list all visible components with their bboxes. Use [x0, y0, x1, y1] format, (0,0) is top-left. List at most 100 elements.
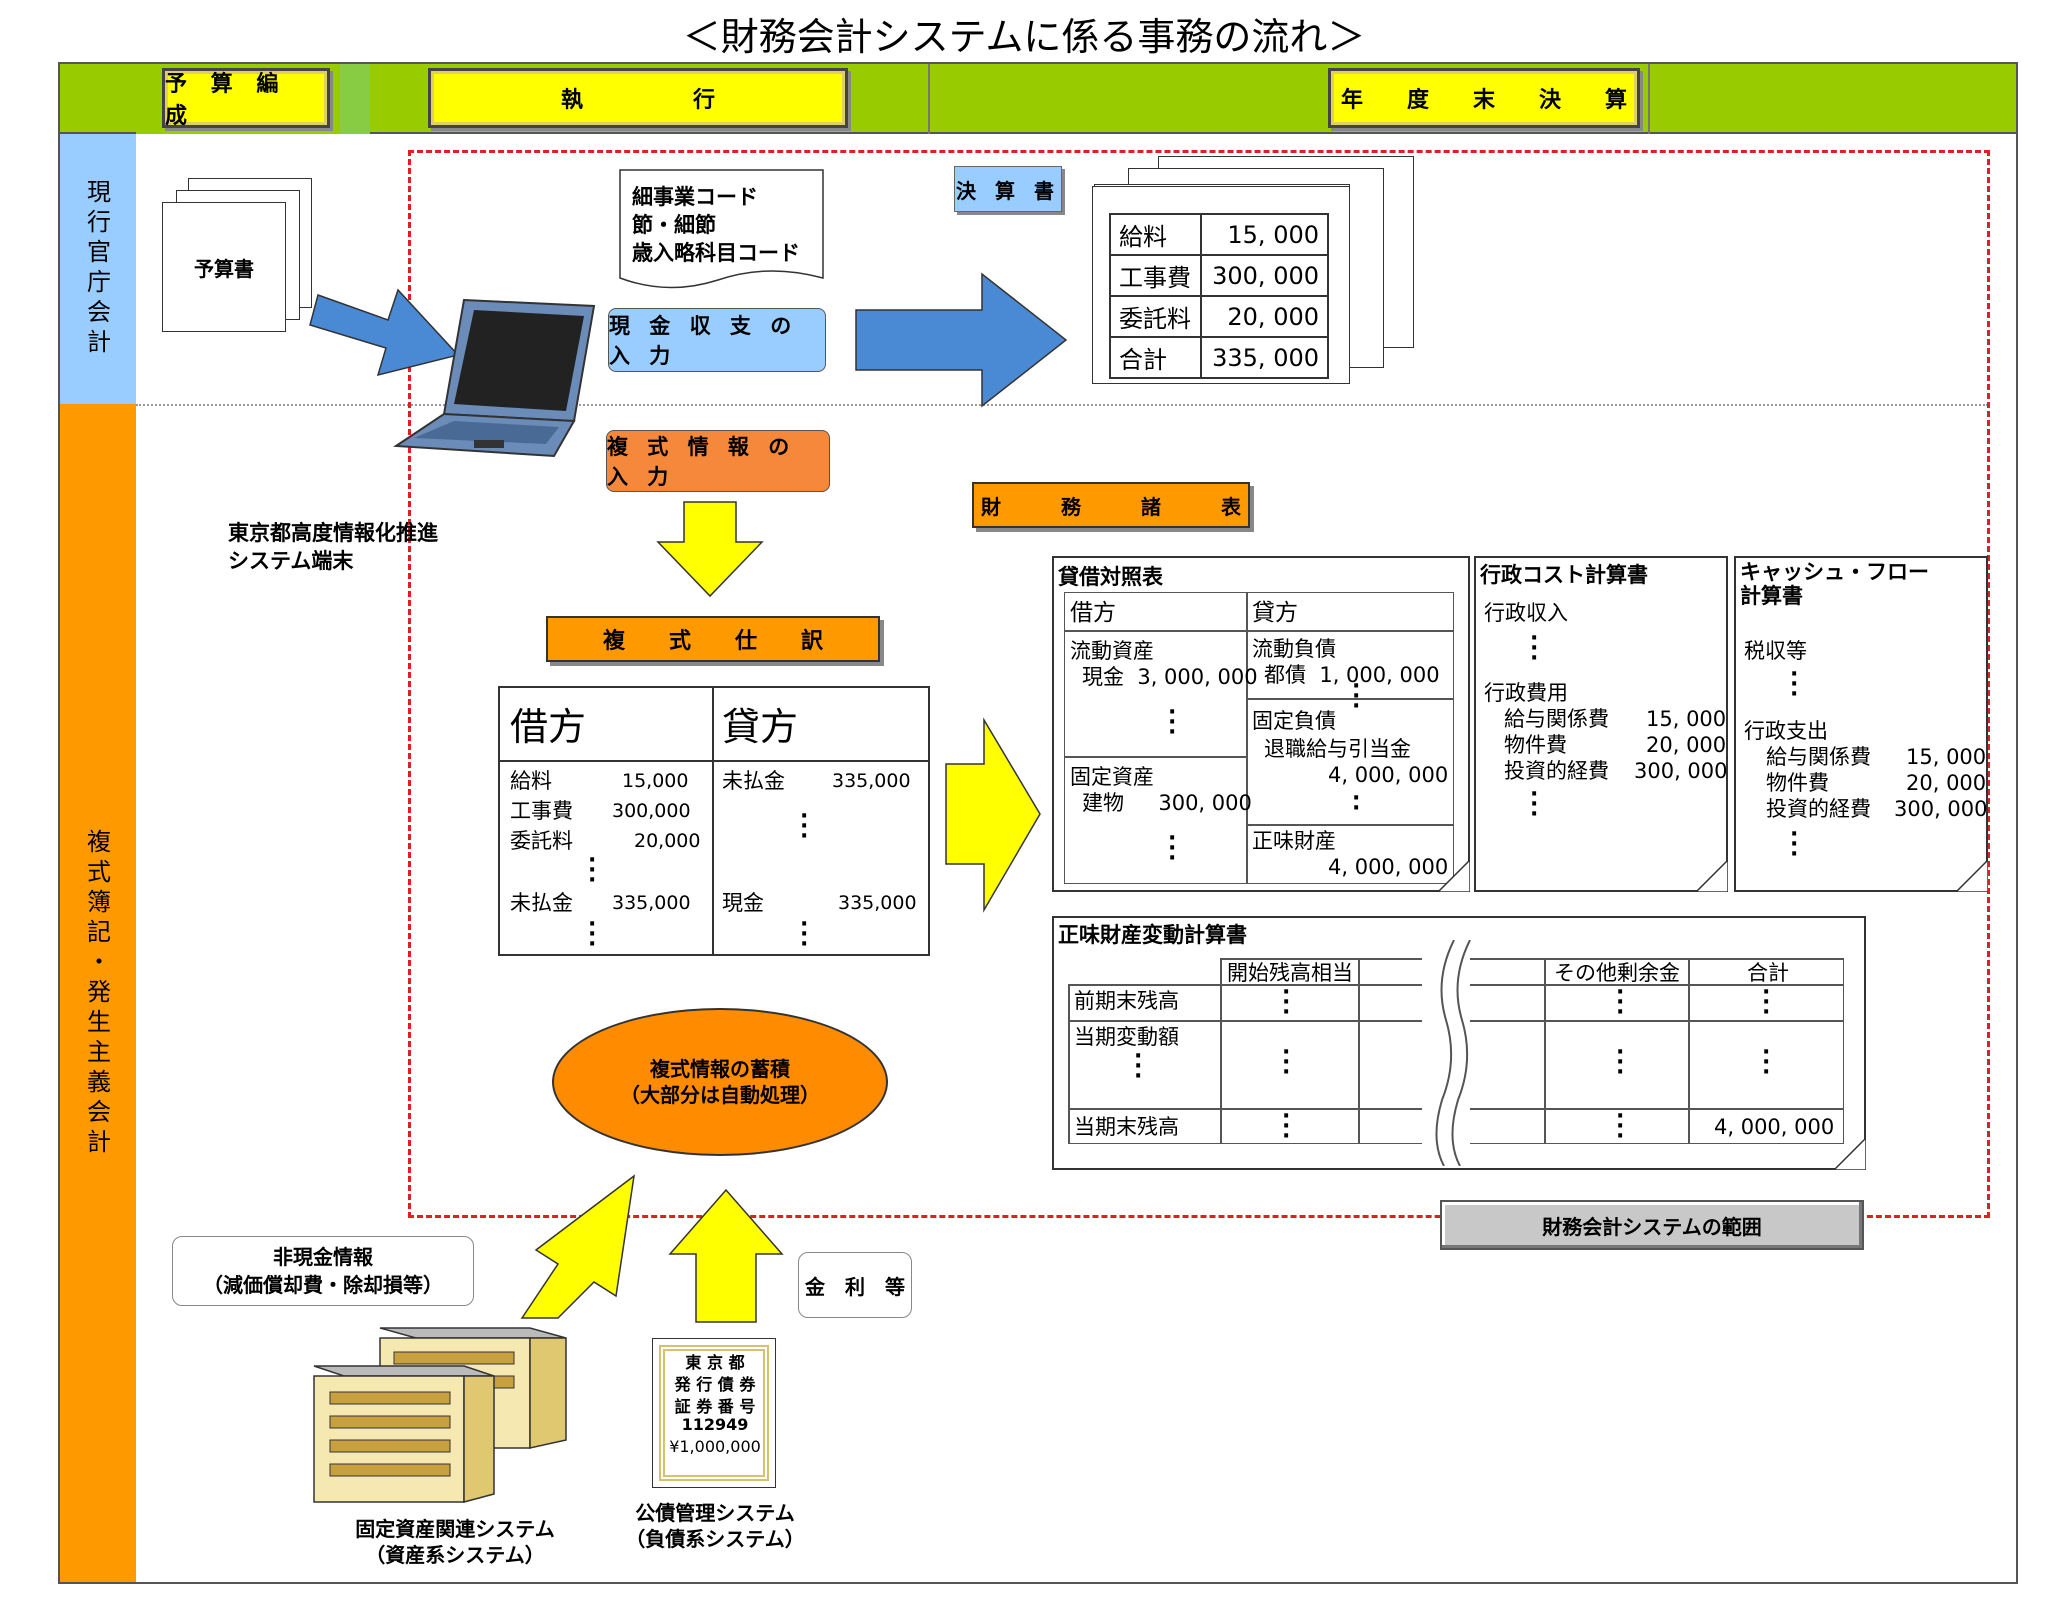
bond-cert-line: 証 券 番 号 — [674, 1397, 756, 1416]
journal-debit-value: 20,000 — [634, 830, 701, 852]
journal-credit-item: 現金 — [722, 891, 764, 915]
settle-value: 335, 000 — [1200, 336, 1329, 379]
bs-credit: 貸方 — [1252, 600, 1298, 626]
journal-debit-value: 15,000 — [622, 770, 689, 792]
admin-cost-statement: 行政コスト計算書 行政収入 ··· 行政費用 給与関係費 15, 000 物件費… — [1474, 556, 1728, 892]
settle-item: 合計 — [1108, 336, 1203, 379]
balance-sheet: 貸借対照表 借方 貸方 流動資産 現金 3, 000, 000 ··· 固定資産… — [1052, 556, 1470, 892]
journal-credit-value: 335,000 — [838, 892, 917, 914]
arrow-to-settlement — [855, 272, 1068, 408]
system-range-label: 財務会計システムの範囲 — [1440, 1200, 1864, 1250]
cash-flow-statement: キャッシュ・フロー 計算書 税収等 ··· 行政支出 給与関係費 15, 000… — [1734, 556, 1988, 892]
bs-cash: 現金 3, 000, 000 — [1082, 665, 1258, 689]
settlement-label: 決 算 書 — [954, 166, 1062, 212]
ac-expense: 行政費用 — [1484, 681, 1568, 705]
arrow-noncash-to-accumulation — [520, 1174, 636, 1319]
row-label-accrual: 複式簿記・発生主義会計 — [58, 404, 136, 1584]
ac-item: 投資的経費 — [1504, 759, 1609, 783]
settle-value: 300, 000 — [1200, 254, 1329, 297]
cf-item: 投資的経費 — [1766, 797, 1871, 821]
bs-fixed-liab: 固定負債 — [1252, 709, 1336, 733]
bs-bonds: 都債 1, 000, 000 — [1264, 663, 1440, 687]
noncash-info-box: 非現金情報 （減価償却費・除却損等） — [172, 1236, 474, 1306]
nc-col-total: 合計 — [1747, 961, 1789, 985]
ac-value: 20, 000 — [1646, 733, 1727, 757]
settle-item: 委託料 — [1108, 295, 1203, 338]
row-divider — [136, 404, 1988, 406]
accumulation-ellipse: 複式情報の蓄積 （大部分は自動処理） — [552, 1008, 888, 1156]
ac-value: 15, 000 — [1646, 707, 1727, 731]
row-label-current: 現行官庁会計 — [58, 134, 136, 404]
settle-value: 15, 000 — [1200, 213, 1329, 256]
cf-expense: 行政支出 — [1744, 719, 1828, 743]
code-line-3: 歳入略科目コード — [632, 241, 800, 265]
phase-closing: 年 度 末 決 算 — [1328, 68, 1640, 128]
bs-debit: 借方 — [1070, 600, 1116, 626]
bs-current-liab: 流動負債 — [1252, 637, 1336, 661]
ac-title: 行政コスト計算書 — [1480, 563, 1648, 587]
cf-title: キャッシュ・フロー 計算書 — [1740, 560, 1929, 608]
building-icon — [313, 1327, 567, 1503]
page-title: ＜財務会計システムに係る事務の流れ＞ — [682, 15, 1366, 59]
table-break-mark — [1422, 940, 1471, 1166]
settle-item: 給料 — [1108, 213, 1203, 256]
bs-retire-value: 4, 000, 000 — [1328, 763, 1449, 787]
journal-label: 複 式 仕 訳 — [546, 616, 880, 662]
settle-item: 工事費 — [1108, 254, 1203, 297]
cf-item: 給与関係費 — [1766, 745, 1871, 769]
cf-value: 15, 000 — [1906, 745, 1987, 769]
nc-row-end: 当期末残高 — [1074, 1115, 1179, 1139]
bond-cert-line: ¥1,000,000 — [669, 1437, 761, 1456]
journal-debit-value: 300,000 — [612, 800, 691, 822]
ac-revenue: 行政収入 — [1484, 601, 1568, 625]
financial-statements-label: 財 務 諸 表 — [972, 482, 1250, 528]
laptop-terminal-icon — [392, 298, 596, 458]
nc-title: 正味財産変動計算書 — [1058, 923, 1247, 947]
cf-item: 物件費 — [1766, 771, 1829, 795]
double-entry-input-label: 複 式 情 報 の 入 力 — [606, 430, 830, 492]
nc-col-opening: 開始残高相当 — [1227, 961, 1353, 985]
bs-buildings: 建物 300, 000 — [1082, 791, 1252, 815]
arrow-down-journal — [656, 501, 764, 598]
bs-current-assets: 流動資産 — [1070, 639, 1154, 663]
journal-debit-item: 委託料 — [510, 829, 573, 853]
cf-value: 300, 000 — [1894, 797, 1988, 821]
code-line-2: 節・細節 — [632, 213, 716, 237]
journal-debit-header: 借方 — [510, 705, 587, 749]
journal-credit-value: 335,000 — [832, 770, 911, 792]
ac-item: 物件費 — [1504, 733, 1567, 757]
bs-title: 貸借対照表 — [1058, 565, 1163, 589]
journal-debit-item: 給料 — [510, 769, 552, 793]
fixed-asset-system-label: 固定資産関連システム （資産系システム） — [355, 1517, 555, 1567]
ac-item: 給与関係費 — [1504, 707, 1609, 731]
arrow-to-statements — [945, 717, 1041, 913]
terminal-label-1: 東京都高度情報化推進 — [228, 521, 438, 545]
cf-tax: 税収等 — [1744, 639, 1807, 663]
cash-input-label: 現 金 収 支 の 入 力 — [608, 308, 826, 372]
bs-fixed-assets: 固定資産 — [1070, 765, 1154, 789]
net-assets-change-statement: 正味財産変動計算書 開始残高相当 その他剰余金 合計 前期末残高 当期変動額 当… — [1052, 916, 1866, 1170]
phase-execution: 執 行 — [428, 68, 848, 128]
code-line-1: 細事業コード — [632, 185, 758, 209]
ac-value: 300, 000 — [1634, 759, 1728, 783]
phase-budget: 予 算 編 成 — [162, 68, 330, 129]
bond-certificate: 東 京 都 発 行 債 券 証 券 番 号 112949 ¥1,000,000 — [652, 1338, 776, 1488]
arrow-interest-to-accumulation — [668, 1188, 784, 1323]
bs-net-value: 4, 000, 000 — [1328, 855, 1449, 879]
budget-document: 予算書 — [162, 202, 286, 332]
journal-debit-value: 335,000 — [612, 892, 691, 914]
bond-cert-line: 東 京 都 — [685, 1353, 745, 1372]
diagram-frame — [58, 62, 2018, 1584]
bs-retire: 退職給与引当金 — [1264, 737, 1411, 761]
terminal-label-2: システム端末 — [228, 549, 354, 573]
interest-box: 金 利 等 — [798, 1252, 912, 1318]
bs-net-assets: 正味財産 — [1252, 829, 1336, 853]
settle-value: 20, 000 — [1200, 295, 1329, 338]
journal-table: 借方 貸方 給料 15,000 工事費 300,000 委託料 20,000 ·… — [498, 686, 930, 956]
nc-total-value: 4, 000, 000 — [1714, 1115, 1835, 1139]
cf-value: 20, 000 — [1906, 771, 1987, 795]
journal-credit-item: 未払金 — [722, 769, 785, 793]
arrow-budget-to-terminal — [309, 288, 460, 377]
nc-row-prev: 前期末残高 — [1074, 989, 1179, 1013]
